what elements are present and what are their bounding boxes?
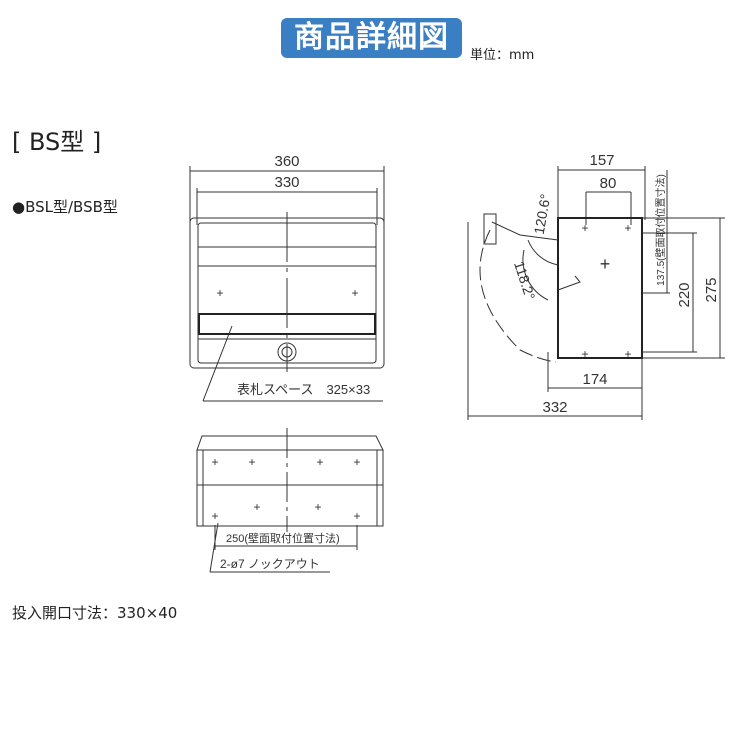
svg-text:+: +	[314, 500, 321, 514]
dim-80: 80	[600, 175, 617, 192]
svg-text:+: +	[353, 455, 360, 469]
svg-text:+: +	[248, 455, 255, 469]
svg-text:+: +	[353, 509, 360, 523]
front-view: 360 330 + + 表札スペース 325×33	[189, 153, 385, 402]
svg-text:+: +	[600, 254, 611, 274]
dim-137-5-mount: 137.5(壁面取付位置寸法)	[654, 174, 667, 286]
svg-text:+: +	[581, 347, 588, 361]
dim-174: 174	[582, 371, 607, 388]
svg-text:+: +	[211, 455, 218, 469]
page-title-badge: 商品詳細図	[281, 18, 462, 58]
dim-157: 157	[589, 152, 614, 169]
svg-text:+: +	[253, 500, 260, 514]
side-view: 157 80 275 220 137.5(壁面取付位置寸法) + + + + +…	[467, 152, 725, 420]
knockout-label: 2-ø7 ノックアウト	[220, 557, 320, 571]
dim-275: 275	[703, 277, 720, 302]
dim-220: 220	[676, 282, 693, 307]
opening-size-label: 投入開口寸法：330×40	[12, 604, 178, 622]
svg-text:+: +	[581, 221, 588, 235]
svg-text:+: +	[624, 221, 631, 235]
svg-text:+: +	[316, 455, 323, 469]
bottom-view: + + + + + + + + 250(壁面取付位置寸法) 2-ø7 ノックアウト	[196, 428, 384, 573]
nameplate-space-label: 表札スペース 325×33	[237, 382, 370, 397]
dim-330: 330	[274, 174, 299, 191]
angle-120-6: 120.6°	[531, 193, 554, 236]
angle-118-2: 118.2°	[511, 259, 538, 302]
svg-text:+: +	[624, 347, 631, 361]
dim-360: 360	[274, 153, 299, 170]
dim-250-mount: 250(壁面取付位置寸法)	[226, 531, 340, 545]
dim-332: 332	[542, 399, 567, 416]
svg-text:+: +	[351, 286, 358, 300]
svg-text:+: +	[216, 286, 223, 300]
svg-text:+: +	[211, 509, 218, 523]
type-label: [ BS型 ]	[12, 128, 102, 156]
unit-label: 単位：mm	[470, 48, 535, 63]
model-label: ●BSL型/BSB型	[12, 198, 118, 216]
